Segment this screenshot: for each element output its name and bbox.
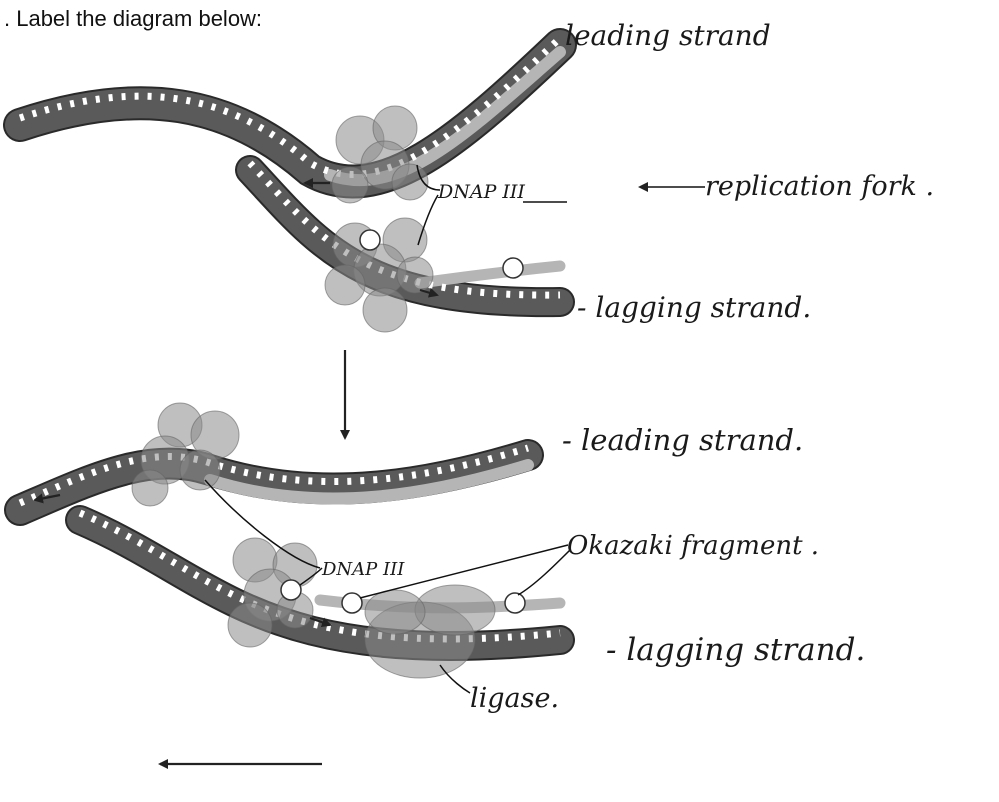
label-top-dnap: DNAP III — [437, 181, 525, 203]
bottom-polymerase-complex-upper — [132, 403, 239, 506]
label-okazaki-fragment: Okazaki fragment . — [567, 531, 819, 561]
ligase-enzyme — [365, 585, 495, 678]
okazaki-pointer-2 — [518, 550, 570, 595]
label-replication-fork: replication fork . — [705, 171, 934, 202]
bottom-lagging-duplex — [80, 513, 560, 646]
top-leading-duplex — [20, 38, 560, 181]
prompt-text: . Label the diagram below: — [4, 6, 262, 31]
bottom-sliding-clamp-3 — [505, 593, 525, 613]
bottom-leading-duplex — [20, 448, 528, 510]
bottom-replication-diagram — [20, 403, 570, 693]
top-dnap-pointer-2 — [418, 195, 438, 245]
bottom-sliding-clamp-1 — [281, 580, 301, 600]
label-bottom-leading-strand: - leading strand. — [562, 423, 803, 457]
label-bottom-dnap: DNAP III — [321, 559, 405, 580]
bottom-sliding-clamp-2 — [342, 593, 362, 613]
top-sliding-clamp-2 — [503, 258, 523, 278]
label-top-leading-strand: leading strand — [565, 19, 771, 52]
label-ligase: ligase. — [470, 683, 559, 714]
label-top-lagging-strand: - lagging strand. — [577, 291, 811, 324]
label-bottom-lagging-strand: - lagging strand. — [606, 632, 865, 668]
top-sliding-clamp-1 — [360, 230, 380, 250]
